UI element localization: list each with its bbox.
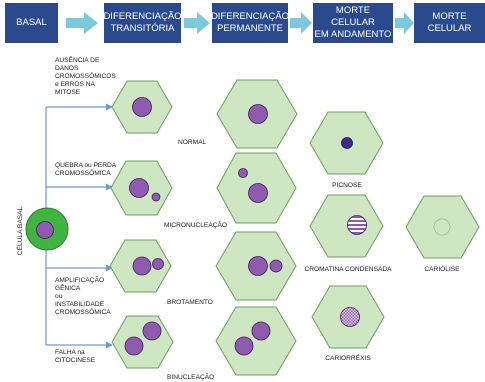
stage-transient-differentiation: DIFERENCIAÇÃO TRANSITÓRIA xyxy=(103,3,182,43)
label-no-damage: AUSÊNCIA DE DANOS CROMOSSÔMICOS e ERROS … xyxy=(55,57,116,96)
basal-cell-label: CÉLULA BASAL xyxy=(15,206,24,255)
cell-karyolysis xyxy=(405,195,480,259)
cell-micronucleated-permanent xyxy=(216,152,297,224)
cell-budding-permanent xyxy=(215,231,297,301)
cell-pyknosis xyxy=(309,111,384,175)
cell-budding-transient xyxy=(109,239,172,293)
label-binucleation: BINUCLEAÇÃO xyxy=(167,374,215,381)
connectors xyxy=(45,106,108,346)
cell-micronucleated-transient xyxy=(110,160,173,216)
label-chromosome-break-or-loss: QUEBRA ou PERDA CROMOSSÔMICA xyxy=(55,162,117,177)
label-condensed-chromatin: CROMATINA CONDENSADA xyxy=(304,266,392,273)
cell-karyorrhexis xyxy=(311,285,385,349)
label-gene-amplification: AMPLIFICAÇÃO GÊNICA ou INSTABILIDADE CRO… xyxy=(55,277,111,316)
label-micronucleation: MICRONUCLEAÇÃO xyxy=(164,222,228,229)
cell-normal-permanent xyxy=(216,79,298,149)
basal-cell xyxy=(25,207,69,251)
stage-permanent-differentiation: DIFERENCIAÇÃO PERMANENTE xyxy=(211,3,289,43)
cell-binucleated-permanent xyxy=(215,306,297,376)
cell-condensed-chromatin xyxy=(309,194,384,258)
stage-cell-death: MORTE CELULAR xyxy=(414,3,485,43)
label-karyolysis: CARIÓLISE xyxy=(424,266,460,273)
cell-binucleated-transient xyxy=(111,315,174,369)
label-budding: BROTAMENTO xyxy=(167,299,213,306)
stage-arrow-1 xyxy=(66,12,98,34)
stage-arrow-2 xyxy=(184,12,210,34)
label-normal: NORMAL xyxy=(178,139,207,146)
connector-arrowheads xyxy=(106,103,113,349)
stage-arrow-3 xyxy=(290,12,312,34)
label-pyknosis: PICNOSE xyxy=(332,182,362,189)
stage-basal: BASAL xyxy=(5,3,58,43)
cell-normal-transient xyxy=(111,80,173,134)
stage-cell-death-in-progress: MORTE CELULAR EM ANDAMENTO xyxy=(313,3,393,43)
stage-arrow-4 xyxy=(395,12,414,34)
label-karyorrhexis: CARIORRÉXIS xyxy=(325,355,371,362)
label-cytokinesis-failure: FALHA na CITOCINESE xyxy=(55,349,96,364)
